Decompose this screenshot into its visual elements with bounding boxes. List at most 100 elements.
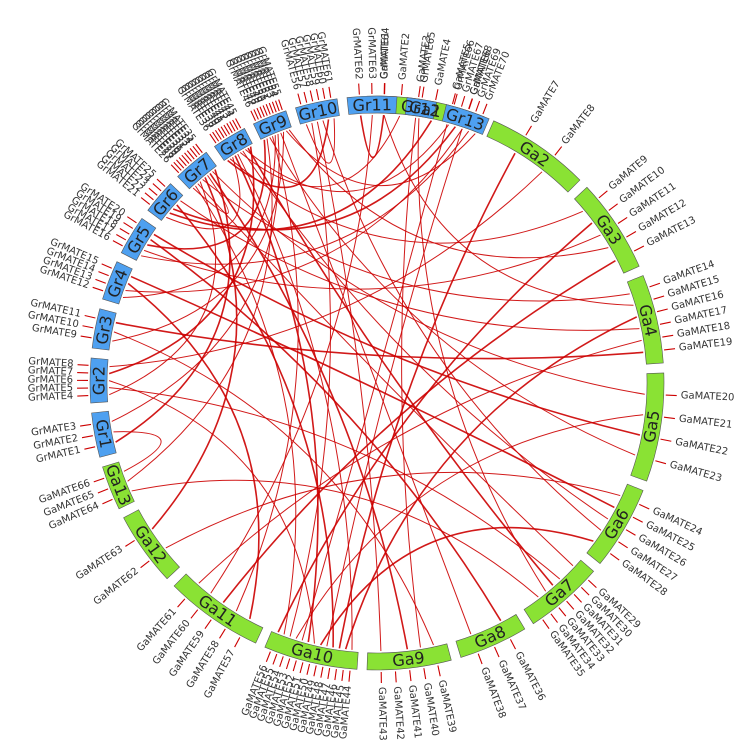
gene-tick: [119, 228, 130, 235]
link-curve: [383, 114, 634, 306]
gene-tick: [655, 460, 667, 465]
gene-label: GrMATE7: [28, 365, 74, 378]
link-curve: [195, 185, 297, 635]
link-curve: [109, 181, 217, 396]
gene-tick: [475, 100, 481, 112]
link-curve: [322, 120, 602, 531]
gene-tick: [482, 103, 488, 115]
gene-tick: [328, 86, 332, 98]
gene-label: GaMATE2: [397, 32, 412, 80]
link-curve: [235, 136, 299, 612]
link-curve: [172, 126, 457, 231]
segment-ga9: [366, 643, 452, 671]
gene-tick: [626, 231, 637, 238]
segment-label: Ga12: [131, 522, 171, 568]
gene-label: GaMATE63: [74, 544, 125, 582]
gene-tick: [285, 658, 291, 670]
gene-tick: [341, 669, 344, 682]
gene-tick: [327, 668, 331, 680]
gene-tick: [587, 579, 597, 589]
gene-tick: [156, 178, 166, 187]
segment-gr2: [89, 357, 109, 404]
gene-tick: [662, 334, 674, 338]
link-curve: [289, 122, 331, 637]
gene-tick: [178, 157, 187, 167]
segment-gr12: [404, 97, 438, 120]
gene-tick: [93, 477, 105, 483]
gene-tick: [95, 278, 106, 284]
link-curve: [151, 177, 238, 530]
link-curve: [338, 152, 516, 649]
gene-tick: [173, 161, 182, 171]
link-curve: [165, 471, 621, 549]
segment-ga13: [102, 461, 135, 510]
gene-tick: [268, 102, 274, 114]
gene-tick: [542, 619, 550, 630]
segment-gr1: [91, 410, 117, 458]
link-curve: [234, 155, 319, 643]
gene-tick: [82, 325, 94, 329]
link-curve: [108, 387, 561, 580]
gene-tick: [223, 124, 231, 135]
gene-tick: [152, 183, 162, 192]
link-curve: [127, 138, 273, 482]
gene-label: GaMATE44: [338, 685, 354, 740]
link-curve: [113, 331, 434, 646]
gene-tick: [453, 93, 458, 105]
gene-tick: [394, 671, 397, 683]
gene-tick: [226, 123, 233, 134]
link-curve: [143, 234, 601, 290]
segment-gr3: [91, 308, 117, 351]
gene-tick: [632, 516, 643, 523]
gene-label: GaMATE20: [681, 390, 735, 403]
gene-tick: [262, 105, 268, 116]
segment-gr10: [295, 98, 340, 125]
gene-tick: [125, 539, 135, 547]
gene-tick: [664, 348, 676, 351]
segment-ga11: [173, 573, 264, 644]
gene-tick: [232, 119, 239, 130]
segment-gr5: [120, 217, 157, 261]
gene-tick: [477, 653, 483, 665]
link-curve: [288, 129, 609, 259]
segment-ga4: [626, 275, 664, 365]
gene-label: GrMATE8: [28, 356, 74, 370]
gene-tick: [259, 106, 265, 118]
gene-tick: [598, 190, 608, 199]
link-curve: [180, 200, 640, 331]
link-curve: [222, 259, 616, 604]
link-curve: [198, 339, 642, 584]
gene-tick: [253, 109, 259, 120]
gene-tick: [421, 86, 425, 98]
link-curve: [417, 118, 547, 592]
gene-tick: [554, 146, 563, 156]
gene-tick: [116, 234, 127, 241]
segment-gr4: [102, 261, 133, 305]
gene-tick: [409, 670, 412, 682]
segment-label: Gr1: [92, 418, 116, 450]
gene-tick: [234, 637, 241, 648]
gene-tick: [348, 670, 351, 682]
link-curve: [115, 169, 231, 443]
gene-tick: [186, 150, 195, 160]
gene-label: GrMATE63: [365, 27, 377, 79]
gene-label: GaMATE22: [674, 437, 729, 458]
segment-label: Ga9: [391, 648, 425, 671]
link-layer: [108, 114, 645, 651]
gene-tick: [217, 128, 225, 139]
gene-tick: [176, 159, 185, 169]
segment-label: Ga11: [195, 591, 241, 631]
segment-ga10: [264, 631, 359, 670]
gene-tick: [97, 488, 109, 494]
gene-label: GaMATE62: [92, 566, 141, 608]
gene-tick: [566, 600, 575, 610]
link-curve: [169, 120, 433, 231]
gene-tick: [84, 446, 96, 450]
gene-label: GrMATE64: [379, 27, 391, 79]
link-curve: [108, 380, 315, 644]
link-curve: [109, 171, 543, 368]
gene-tick: [663, 416, 675, 420]
segment-label: Ga4: [635, 303, 661, 339]
link-curve: [166, 157, 241, 230]
